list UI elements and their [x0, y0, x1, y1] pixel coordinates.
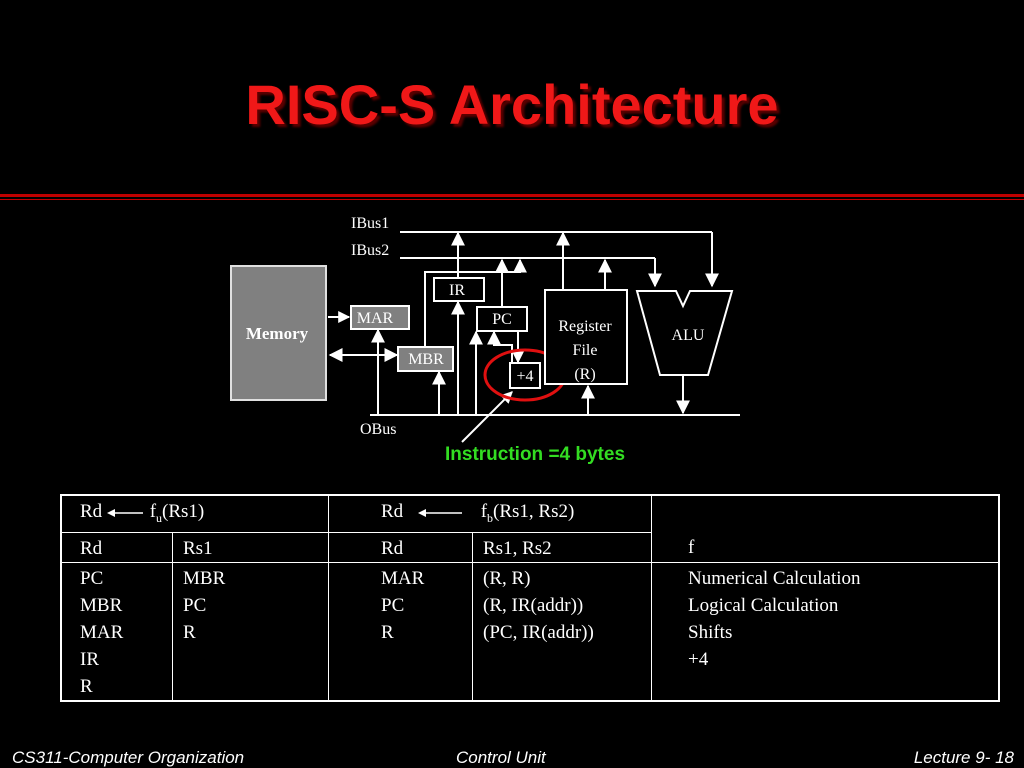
- mar-box: [350, 305, 410, 330]
- footer-topic: Control Unit: [456, 748, 546, 767]
- title-rule-bottom: [0, 199, 1024, 200]
- table-body-row: PC MBR MAR IR R MBR PC R MAR PC R (R, R)…: [60, 561, 1000, 702]
- register-file-label-1: Register: [558, 318, 612, 335]
- mar-label: MAR: [357, 310, 394, 327]
- functions-cell: Numerical Calculation Logical Calculatio…: [651, 561, 1000, 702]
- footer-page: Lecture 9- 18: [913, 748, 1014, 767]
- ibus2-label: IBus2: [351, 242, 389, 259]
- ibus1-label: IBus1: [351, 215, 389, 232]
- col-binary-dest-head: Rd: [328, 531, 473, 563]
- binary-dest-cell: MAR PC R: [328, 561, 473, 702]
- table-subheader-row: Rd Rs1 Rd Rs1, Rs2: [60, 531, 999, 563]
- alu-shape: [635, 290, 734, 376]
- footer-course: CS311-Computer Organization: [12, 748, 245, 767]
- col-binary-src-head: Rs1, Rs2: [472, 531, 652, 563]
- plus4-box: [509, 362, 541, 389]
- pc-box: [476, 306, 528, 332]
- ir-label: IR: [449, 282, 465, 299]
- title-rule-top: [0, 194, 1024, 197]
- memory-box: [230, 265, 327, 401]
- ir-box: [433, 277, 485, 302]
- architecture-diagram: Memory MAR MBR IR PC +4 Register File (R…: [230, 215, 740, 443]
- register-file-label-3: (R): [574, 366, 595, 383]
- mbr-label: MBR: [408, 351, 444, 368]
- plus4-label: +4: [516, 368, 533, 385]
- operations-table: Rd fu(Rs1) Rd fb(Rs1, Rs2) f Rd Rs1 Rd R…: [60, 494, 1000, 702]
- memory-label: Memory: [246, 324, 309, 343]
- register-file-label-2: File: [573, 342, 598, 359]
- function-column-heading: f: [651, 494, 1000, 563]
- binary-heading: Rd fb(Rs1, Rs2): [328, 494, 652, 533]
- slide-title: RISC-S Architecture: [245, 73, 779, 136]
- obus-label: OBus: [360, 421, 396, 438]
- table-header-row: Rd fu(Rs1) Rd fb(Rs1, Rs2) f: [60, 494, 1000, 563]
- binary-src-cell: (R, R) (R, IR(addr)) (PC, IR(addr)): [472, 561, 652, 702]
- instruction-size-note: Instruction =4 bytes: [445, 444, 626, 465]
- mbr-box: [397, 346, 454, 372]
- col-unary-dest-head: Rd: [60, 531, 173, 563]
- alu-label: ALU: [672, 327, 705, 344]
- col-unary-src-head: Rs1: [172, 531, 329, 563]
- pc-label: PC: [492, 311, 512, 328]
- unary-dest-cell: PC MBR MAR IR R: [60, 561, 173, 702]
- register-file-box: [544, 289, 628, 385]
- unary-heading: Rd fu(Rs1): [60, 494, 329, 533]
- unary-src-cell: MBR PC R: [172, 561, 329, 702]
